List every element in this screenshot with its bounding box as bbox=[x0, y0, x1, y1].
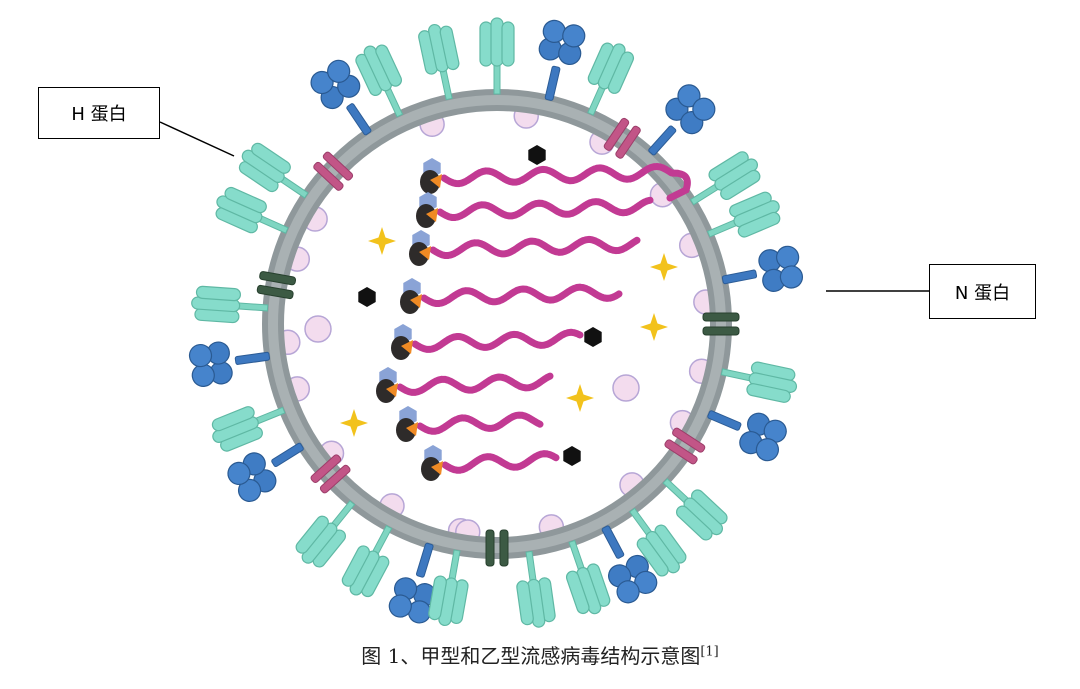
ribonucleoproteins bbox=[376, 158, 687, 481]
star-icon bbox=[650, 253, 678, 281]
rnp-strand bbox=[396, 406, 540, 442]
h-protein-leader-line bbox=[160, 122, 234, 156]
hexagon-icon bbox=[358, 287, 375, 307]
caption-reference: [1] bbox=[700, 644, 718, 659]
figure-caption: 图 1、甲型和乙型流感病毒结构示意图[1] bbox=[0, 640, 1080, 669]
star-icon bbox=[368, 227, 396, 255]
vesicle bbox=[613, 375, 639, 401]
neuraminidase-icon bbox=[528, 18, 587, 104]
neuraminidase-icon bbox=[188, 335, 272, 388]
hemagglutinin-spike bbox=[427, 548, 474, 629]
hexagon-icon bbox=[584, 327, 601, 347]
h-protein-label: H 蛋白 bbox=[38, 87, 160, 139]
rnp-strand bbox=[416, 192, 650, 228]
rnp-strand bbox=[376, 367, 550, 403]
hemagglutinin-spike bbox=[512, 549, 556, 629]
rnp-strand bbox=[421, 445, 556, 481]
neuraminidase-icon bbox=[719, 244, 805, 300]
star-icon bbox=[640, 313, 668, 341]
hemagglutinin-spike bbox=[417, 21, 466, 102]
star-icon bbox=[340, 409, 368, 437]
caption-text: 图 1、甲型和乙型流感病毒结构示意图 bbox=[361, 644, 700, 668]
hemagglutinin-spike bbox=[718, 355, 799, 404]
hemagglutinin-spike bbox=[480, 18, 514, 94]
rnp-strand bbox=[400, 278, 619, 314]
rnp-strand bbox=[391, 324, 580, 360]
vesicle bbox=[305, 316, 331, 342]
star-icon bbox=[566, 384, 594, 412]
rnp-strand bbox=[409, 230, 637, 266]
hexagon-icon bbox=[528, 145, 545, 165]
hexagon-icon bbox=[563, 446, 580, 466]
n-protein-label: N 蛋白 bbox=[929, 264, 1036, 319]
